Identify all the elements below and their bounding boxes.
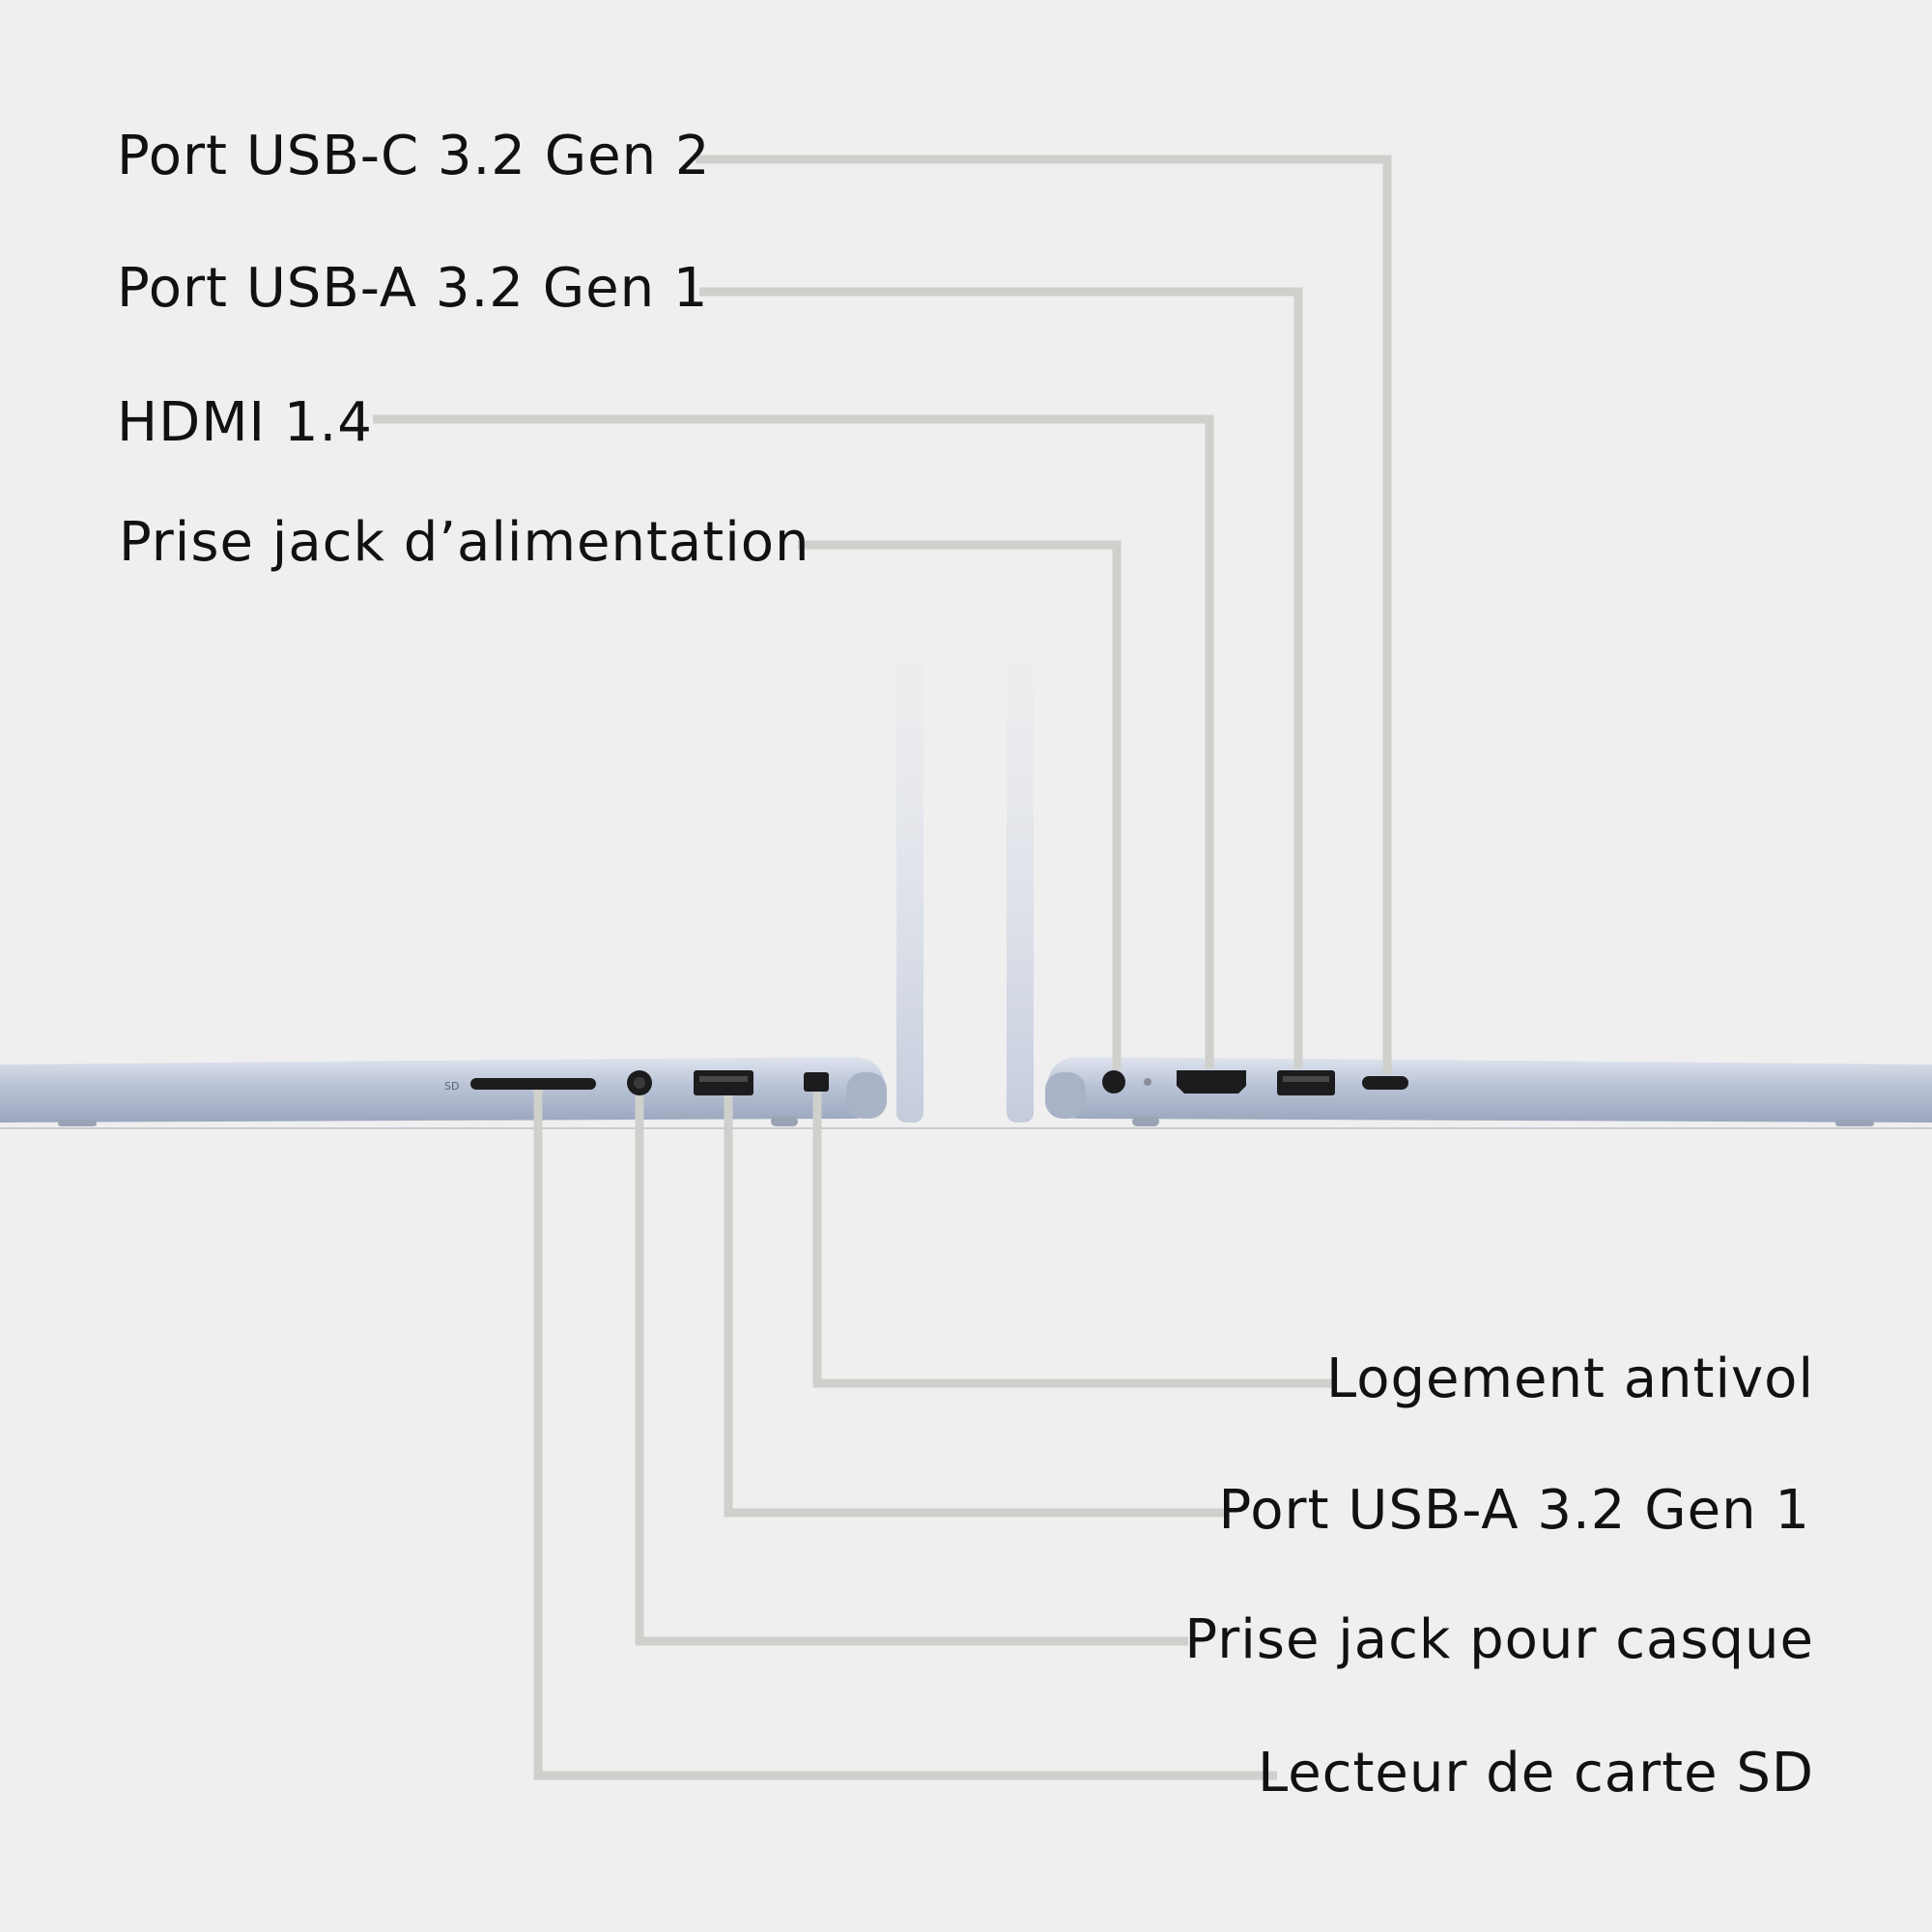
label-usb-a-port-right: Port USB-A 3.2 Gen 1 xyxy=(117,257,709,320)
leader-sd-card xyxy=(533,1090,1277,1780)
right-laptop-foot xyxy=(1132,1117,1159,1126)
label-headphone-jack: Prise jack pour casque xyxy=(1184,1608,1814,1671)
leader-headphone-jack xyxy=(635,1095,1188,1646)
left-laptop-foot-rear xyxy=(58,1121,97,1126)
usb-a-port-left-shape xyxy=(694,1070,753,1095)
hdmi-port-shape xyxy=(1177,1070,1246,1094)
left-laptop: SD xyxy=(0,541,923,1126)
label-security-slot: Logement antivol xyxy=(1325,1348,1814,1410)
left-laptop-hinge xyxy=(846,1072,887,1119)
leader-usb-c xyxy=(696,155,1392,1074)
left-laptop-foot xyxy=(771,1117,798,1126)
leader-power-jack xyxy=(798,540,1122,1070)
leader-usb-a-left xyxy=(724,1095,1229,1518)
usb-c-port-shape xyxy=(1362,1076,1408,1090)
usb-a-port-left-tongue xyxy=(699,1076,748,1082)
left-laptop-lid xyxy=(896,541,923,1122)
label-usb-a-port-left: Port USB-A 3.2 Gen 1 xyxy=(1218,1479,1810,1542)
label-sd-card-reader: Lecteur de carte SD xyxy=(1258,1742,1814,1804)
power-jack-port xyxy=(1102,1070,1125,1094)
sd-card-slot xyxy=(470,1078,596,1090)
right-laptop-hinge xyxy=(1045,1072,1086,1119)
label-power-jack: Prise jack d’alimentation xyxy=(119,511,810,574)
leader-security-slot xyxy=(812,1092,1337,1388)
security-slot-shape xyxy=(804,1072,829,1092)
right-laptop xyxy=(1007,541,1932,1126)
left-laptop-base xyxy=(0,1057,885,1122)
usb-a-port-right-tongue xyxy=(1283,1076,1329,1082)
label-usb-c-port: Port USB-C 3.2 Gen 2 xyxy=(117,125,711,187)
power-led xyxy=(1144,1078,1151,1086)
label-hdmi-port: HDMI 1.4 xyxy=(117,391,373,454)
sd-marking: SD xyxy=(444,1080,459,1093)
leader-usb-a-right xyxy=(699,287,1303,1068)
usb-a-port-right-shape xyxy=(1277,1070,1335,1095)
right-laptop-foot-rear xyxy=(1835,1121,1874,1126)
right-laptop-base xyxy=(1047,1057,1932,1122)
right-laptop-lid xyxy=(1007,541,1034,1122)
headphone-jack-inner xyxy=(634,1077,645,1089)
leader-hdmi xyxy=(373,414,1214,1068)
